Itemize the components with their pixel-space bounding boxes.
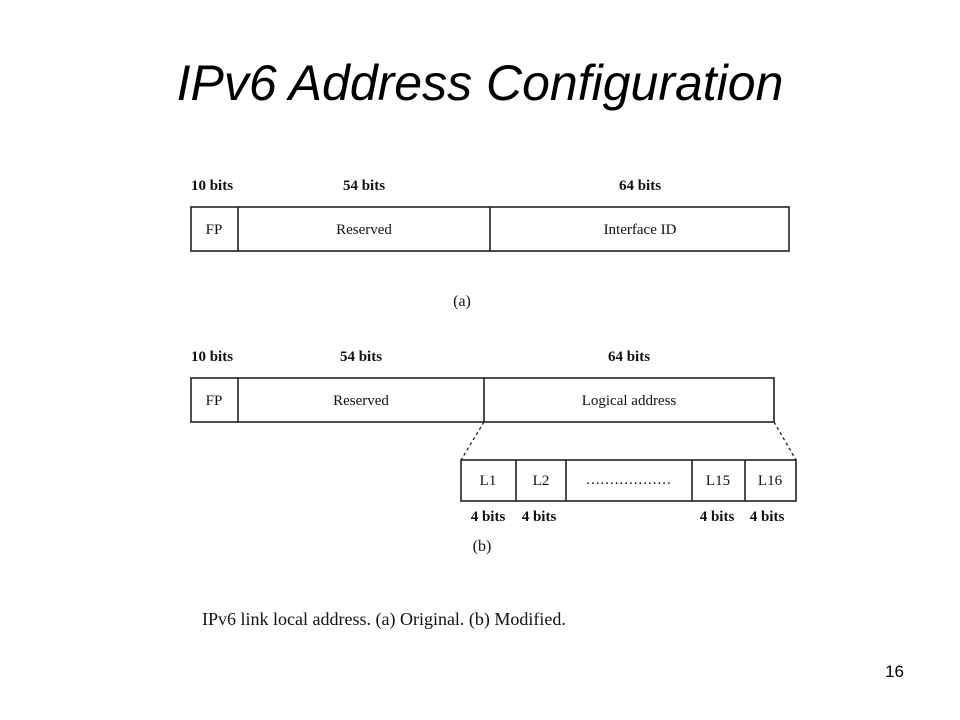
- page-number: 16: [885, 662, 904, 681]
- b-sub-l15: L15: [706, 473, 730, 489]
- b-address-box: [190, 377, 775, 423]
- b-field-fp: FP: [206, 393, 223, 409]
- a-label: (a): [453, 293, 471, 310]
- b-expand-line-right: [773, 421, 797, 461]
- b-sub-bits-l1: 4 bits: [471, 509, 506, 525]
- b-sub-bits-l2: 4 bits: [522, 509, 557, 525]
- diagram-b: 10 bits 54 bits 64 bits FP Reserved Logi…: [190, 349, 797, 555]
- a-bits-fp: 10 bits: [191, 178, 233, 194]
- b-bits-reserved: 54 bits: [340, 349, 382, 365]
- figure-caption: IPv6 link local address. (a) Original. (…: [202, 609, 566, 630]
- b-label: (b): [473, 538, 492, 555]
- a-bits-reserved: 54 bits: [343, 178, 385, 194]
- b-bits-fp: 10 bits: [191, 349, 233, 365]
- b-sub-ellipsis: ..................: [586, 472, 672, 488]
- b-bits-logical: 64 bits: [608, 349, 650, 365]
- b-sub-bits-l15: 4 bits: [700, 509, 735, 525]
- b-sub-l2: L2: [533, 473, 550, 489]
- b-sub-l1: L1: [480, 473, 497, 489]
- a-bits-interface: 64 bits: [619, 178, 661, 194]
- b-logical-box: [460, 459, 797, 502]
- a-field-fp: FP: [206, 222, 223, 238]
- slide-title: IPv6 Address Configuration: [176, 55, 784, 111]
- b-field-logical-address: Logical address: [582, 393, 677, 409]
- b-sub-l16: L16: [758, 473, 783, 489]
- b-sub-bits-l16: 4 bits: [750, 509, 785, 525]
- diagram-a: 10 bits 54 bits 64 bits FP Reserved Inte…: [190, 178, 790, 310]
- b-expand-line-left: [460, 421, 485, 461]
- a-field-reserved: Reserved: [336, 222, 392, 238]
- a-field-interface-id: Interface ID: [604, 222, 677, 238]
- b-field-reserved: Reserved: [333, 393, 389, 409]
